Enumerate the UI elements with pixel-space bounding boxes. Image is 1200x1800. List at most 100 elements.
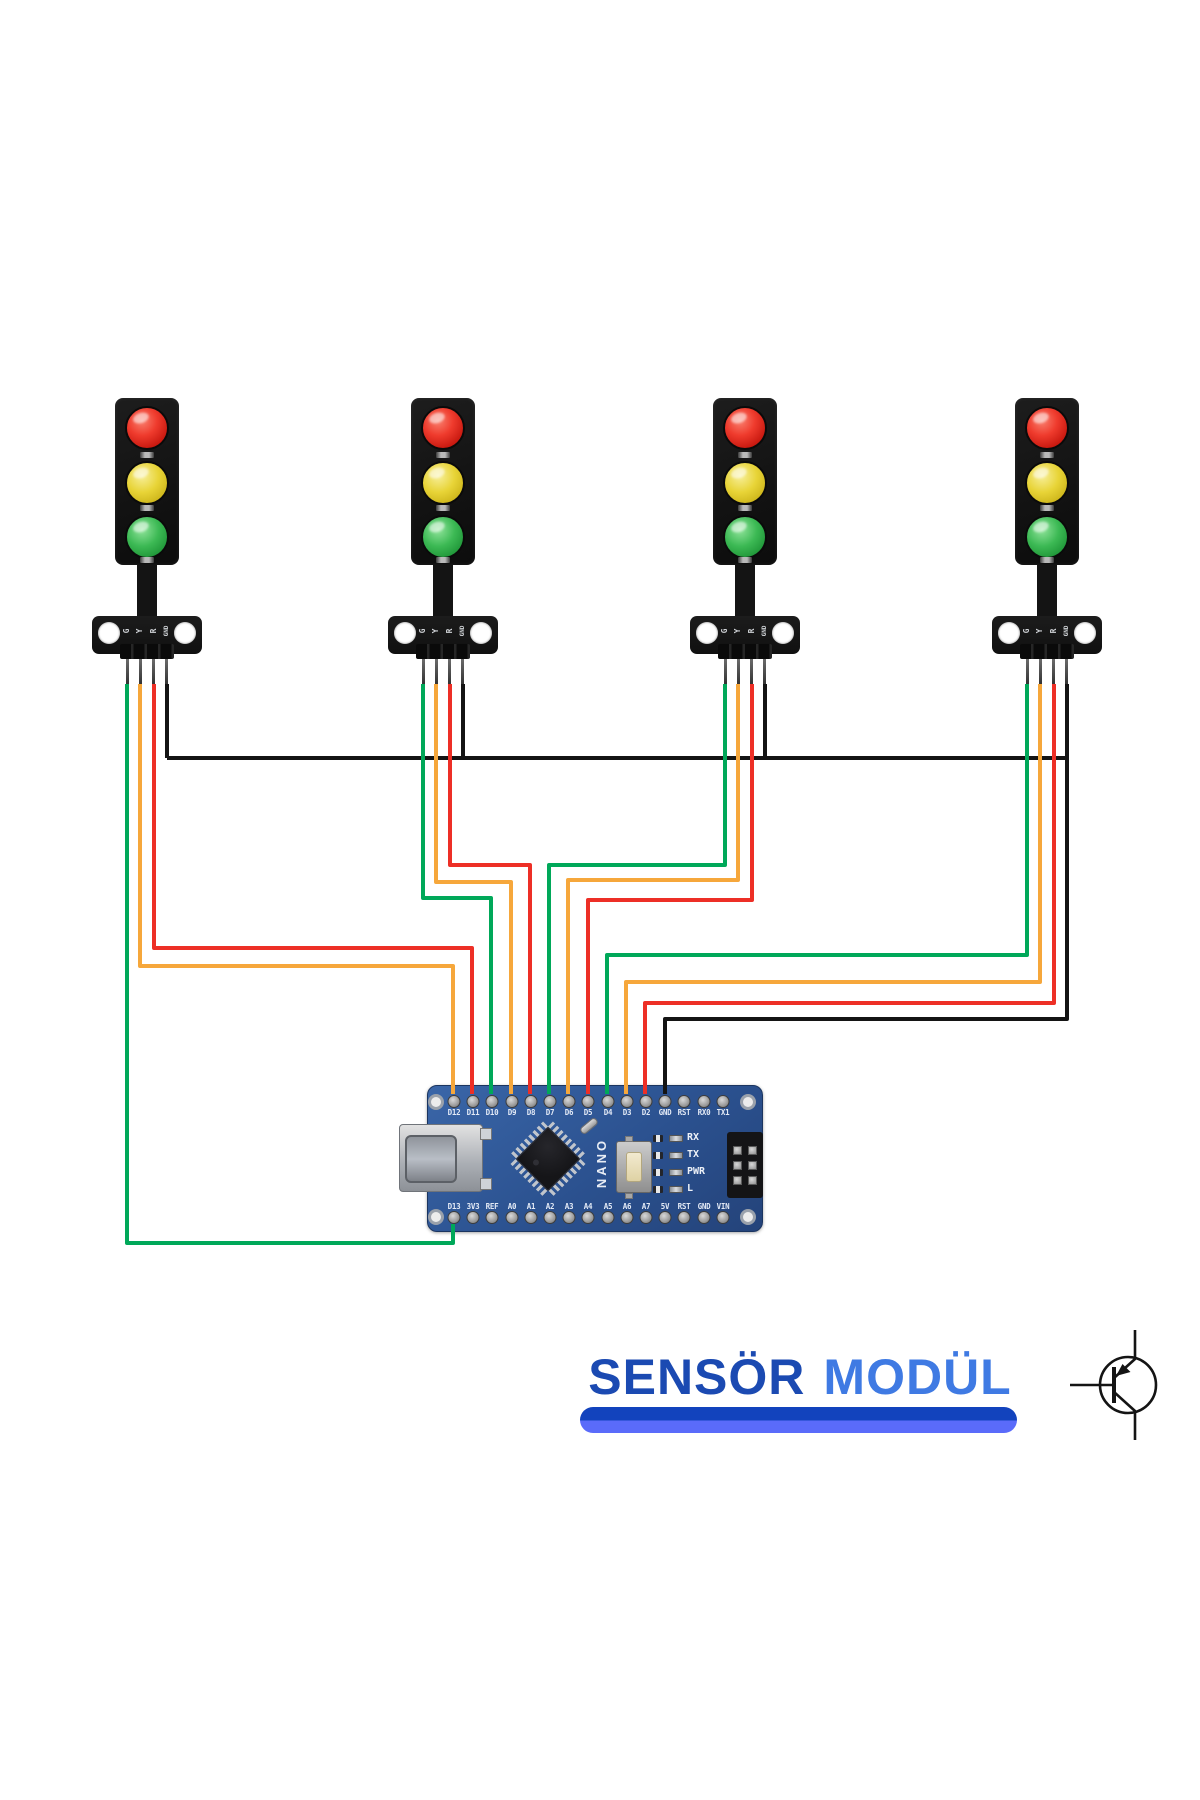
smd-resistor	[436, 452, 450, 458]
nano-pin: D2	[639, 1095, 653, 1117]
nano-pin: GND	[658, 1095, 672, 1117]
led-label: TX	[687, 1149, 700, 1160]
pin-label: RST	[677, 1108, 691, 1117]
pin-pad	[697, 1211, 711, 1224]
nano-pin: D8	[524, 1095, 538, 1117]
pin	[1065, 659, 1068, 687]
nano-pin: D9	[505, 1095, 519, 1117]
wire-tl3-yellow-d6	[566, 684, 740, 1094]
nano-pin: TX1	[716, 1095, 730, 1117]
nano-pin: GND	[697, 1202, 711, 1224]
mounting-hole	[98, 622, 120, 644]
smd-resistor	[140, 452, 154, 458]
pin-label: 5V	[660, 1202, 670, 1211]
icsp-pin	[733, 1160, 742, 1170]
pin-label: GND	[658, 1108, 672, 1117]
board-name-label: NANO	[594, 1137, 609, 1189]
pin-pad	[601, 1095, 615, 1108]
pin-pad	[466, 1211, 480, 1224]
pin	[1052, 659, 1055, 687]
pin-pad	[524, 1211, 538, 1224]
pin-label: VIN	[716, 1202, 730, 1211]
pin-pad	[524, 1095, 538, 1108]
pin-pad	[639, 1211, 653, 1224]
pin-label: D6	[564, 1108, 574, 1117]
pin-label: D11	[466, 1108, 480, 1117]
nano-pin: D5	[581, 1095, 595, 1117]
microcontroller-chip	[506, 1117, 591, 1202]
smd-resistor	[1040, 505, 1054, 511]
logo-word-modul: MODÜL	[823, 1349, 1012, 1405]
pin-pad	[485, 1095, 499, 1108]
pin	[152, 659, 155, 687]
pin-pad	[658, 1211, 672, 1224]
red-led	[125, 406, 169, 450]
wire-tl1-yellow-d12	[138, 684, 455, 1094]
pin-pad	[620, 1211, 634, 1224]
icsp-pin	[733, 1145, 742, 1155]
mounting-hole	[174, 622, 196, 644]
pin-pad	[505, 1211, 519, 1224]
mounting-hole	[998, 622, 1020, 644]
nano-pin: A2	[543, 1202, 557, 1224]
mounting-hole	[394, 622, 416, 644]
nano-pin: D4	[601, 1095, 615, 1117]
nano-pin: 3V3	[466, 1202, 480, 1224]
yellow-led	[421, 461, 465, 505]
pin-label: GND	[1063, 625, 1070, 637]
pin-pad	[677, 1095, 691, 1108]
mini-usb-connector	[399, 1124, 483, 1192]
pin	[724, 659, 727, 687]
mounting-hole	[740, 1094, 756, 1110]
red-led	[1025, 406, 1069, 450]
wire-tl2-red-d8	[448, 684, 532, 1094]
pin-label: D7	[545, 1108, 555, 1117]
mounting-hole	[428, 1209, 444, 1225]
pin-header	[120, 644, 174, 659]
pin-label: D9	[507, 1108, 517, 1117]
pin	[165, 659, 168, 687]
wire-tl1-red-d11	[152, 684, 474, 1094]
smd-resistor	[669, 1169, 683, 1176]
nano-pin: D7	[543, 1095, 557, 1117]
pin-label: A1	[526, 1202, 536, 1211]
pin-pad	[658, 1095, 672, 1108]
wire-tl2-green-d10	[421, 684, 493, 1094]
nano-pin: A0	[505, 1202, 519, 1224]
nano-pin: REF	[485, 1202, 499, 1224]
pin-header	[1020, 644, 1074, 659]
yellow-led	[723, 461, 767, 505]
green-led	[421, 515, 465, 559]
yellow-led	[125, 461, 169, 505]
pin-pad	[620, 1095, 634, 1108]
arduino-nano-board: D12 D11 D10 D9 D8 D7 D6 D5 D4 D3 D2 GND …	[399, 1085, 763, 1232]
button-stub	[625, 1136, 633, 1142]
smd-resistor	[738, 557, 752, 563]
usb-solder-tab	[480, 1178, 492, 1190]
icsp-header	[727, 1132, 763, 1198]
icsp-pin	[748, 1145, 757, 1155]
pin-label: A0	[507, 1202, 517, 1211]
pin-header	[718, 644, 772, 659]
green-led	[1025, 515, 1069, 559]
nano-pin: RST	[677, 1095, 691, 1117]
pin-label: A4	[583, 1202, 593, 1211]
nano-pin: D6	[562, 1095, 576, 1117]
pin-label: D13	[447, 1202, 461, 1211]
pin-pad	[466, 1095, 480, 1108]
nano-pin: VIN	[716, 1202, 730, 1224]
pin-label: A5	[603, 1202, 613, 1211]
pin-pad	[716, 1211, 730, 1224]
pin-pad	[562, 1095, 576, 1108]
wire-tl3-red-d5	[586, 684, 754, 1094]
traffic-light-stem	[1037, 564, 1057, 618]
smd-resistor	[436, 557, 450, 563]
traffic-light-4: G Y R GND	[992, 398, 1102, 690]
pin-pad	[716, 1095, 730, 1108]
nano-pin: D13	[447, 1202, 461, 1224]
usb-solder-tab	[480, 1128, 492, 1140]
mounting-hole	[772, 622, 794, 644]
pin-pad	[697, 1095, 711, 1108]
